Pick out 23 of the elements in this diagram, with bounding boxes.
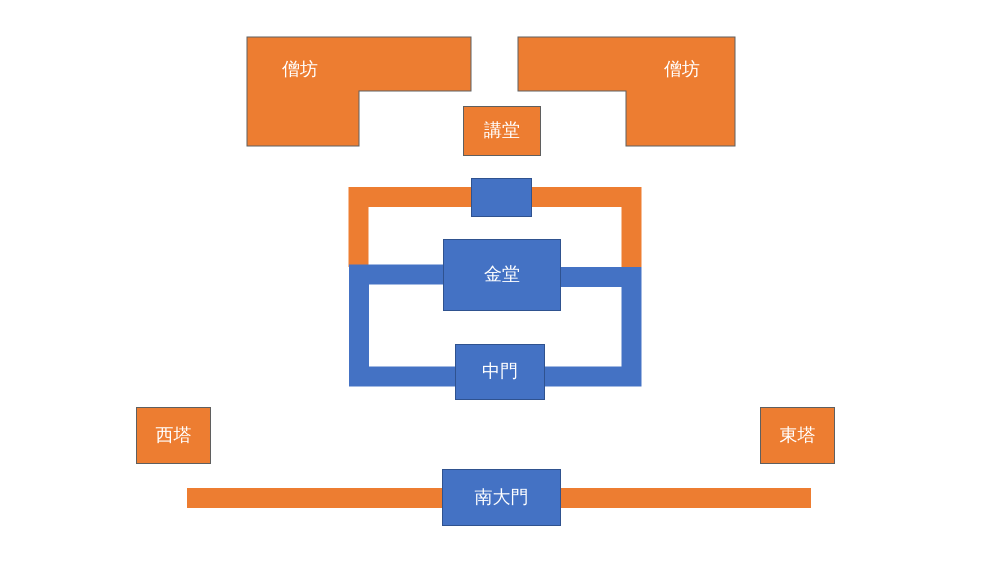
building-label: 講堂 [484,120,520,142]
building-block [518,37,735,146]
building-label: 西塔 [156,424,192,446]
building-label: 中門 [482,361,518,383]
building-label: 東塔 [780,424,816,446]
building-block [443,239,561,311]
building-label: 僧坊 [282,59,318,81]
building-label: 南大門 [474,486,528,508]
corridor-band [561,488,811,508]
building-block [247,37,471,146]
building-label: 金堂 [484,264,520,286]
building-block [463,106,541,156]
corridor-band [349,264,455,386]
building-block [455,344,545,400]
building-block [136,407,211,464]
building-block [760,407,835,464]
corridor-band [532,187,642,268]
building-block [442,469,561,526]
corridor-band [545,267,642,386]
corridor-band [187,488,442,508]
corridor-band [348,187,471,267]
building-label: 僧坊 [664,59,700,81]
building-block [471,178,532,217]
